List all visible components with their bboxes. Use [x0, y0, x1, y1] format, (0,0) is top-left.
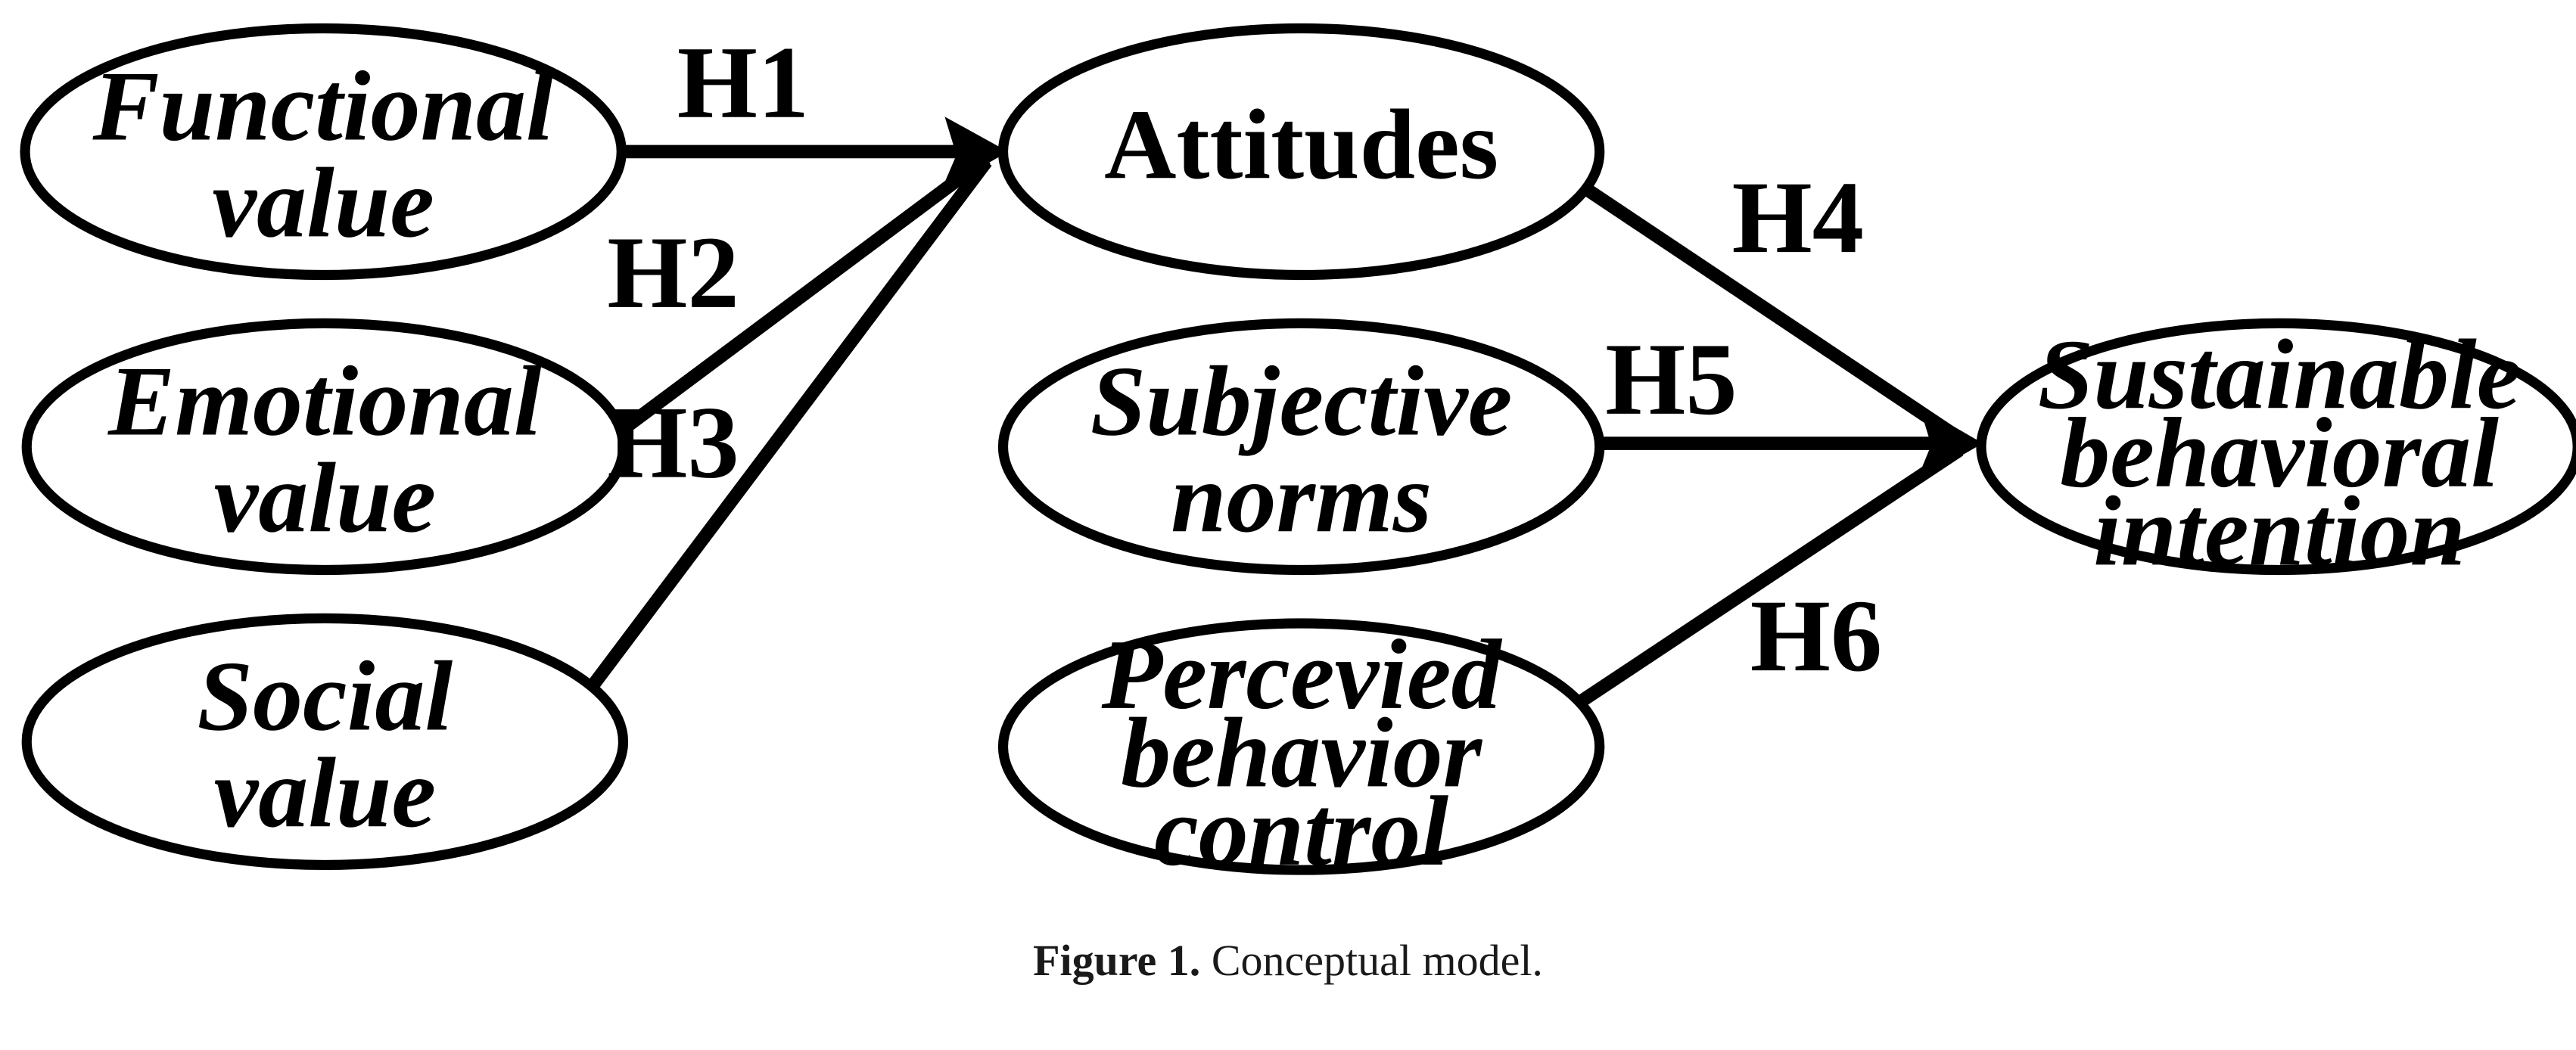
hypothesis-label-h5: H5 [1605, 322, 1737, 436]
emotional-value-label-line1: Emotional [107, 345, 542, 456]
perceived-behavior-control-ellipse [997, 618, 1605, 875]
edge-h6 [1524, 444, 1964, 743]
arrowhead-attitudes [941, 116, 1009, 191]
sustainable-behavioral-intention-label-line3: intention [2093, 475, 2466, 586]
node-social-value[interactable]: Social value [21, 613, 629, 871]
social-value-label-line1: Social [198, 640, 453, 751]
subjective-norms-ellipse [997, 318, 1605, 576]
figure-caption-label: Figure 1. [1033, 936, 1201, 985]
sustainable-behavioral-intention-label-line1: Sustainable [2038, 318, 2522, 430]
hypothesis-label-h4: H4 [1732, 160, 1864, 275]
edge-h3-line [572, 157, 992, 710]
hypothesis-label-h3: H3 [607, 385, 739, 500]
edge-h2-line [609, 153, 991, 443]
functional-value-label-line2: value [212, 147, 434, 258]
figure-caption: Figure 1. Conceptual model. [0, 935, 2576, 986]
sustainable-behavioral-intention-ellipse [1976, 318, 2576, 576]
node-perceived-behavior-control[interactable]: Percevied behavior control [997, 618, 1605, 887]
hypothesis-label-h1: H1 [677, 25, 809, 140]
emotional-value-ellipse [21, 318, 629, 576]
edge-h6-line [1524, 444, 1964, 743]
node-emotional-value[interactable]: Emotional value [21, 318, 629, 576]
node-functional-value[interactable]: Functional value [20, 23, 627, 281]
subjective-norms-label-line1: Subjective [1090, 345, 1513, 456]
edge-h4 [1524, 144, 1964, 444]
perceived-behavior-control-label-line3: control [1154, 775, 1448, 887]
attitudes-ellipse [997, 23, 1605, 281]
edge-h3 [572, 157, 992, 710]
node-sustainable-behavioral-intention[interactable]: Sustainable behavioral intention [1976, 318, 2576, 586]
perceived-behavior-control-label-line1: Percevied [1101, 619, 1503, 730]
edge-h2 [609, 153, 991, 443]
edge-h4-line [1524, 144, 1964, 444]
arrowhead-sustainable-intention [1916, 406, 1983, 482]
perceived-behavior-control-label-line2: behavior [1121, 697, 1483, 808]
social-value-ellipse [21, 613, 629, 871]
figure-caption-text: Conceptual model. [1200, 936, 1543, 985]
sustainable-behavioral-intention-label-line2: behavioral [2060, 397, 2499, 508]
social-value-label-line2: value [214, 737, 436, 848]
node-subjective-norms[interactable]: Subjective norms [997, 318, 1605, 576]
functional-value-ellipse [20, 23, 627, 281]
subjective-norms-label-line2: norms [1171, 442, 1432, 553]
hypothesis-label-h6: H6 [1750, 578, 1882, 693]
hypothesis-label-h2: H2 [607, 215, 739, 330]
attitudes-label: Attitudes [1104, 89, 1498, 200]
emotional-value-label-line2: value [214, 442, 436, 553]
node-attitudes[interactable]: Attitudes [997, 23, 1605, 281]
functional-value-label-line1: Functional [92, 51, 555, 162]
